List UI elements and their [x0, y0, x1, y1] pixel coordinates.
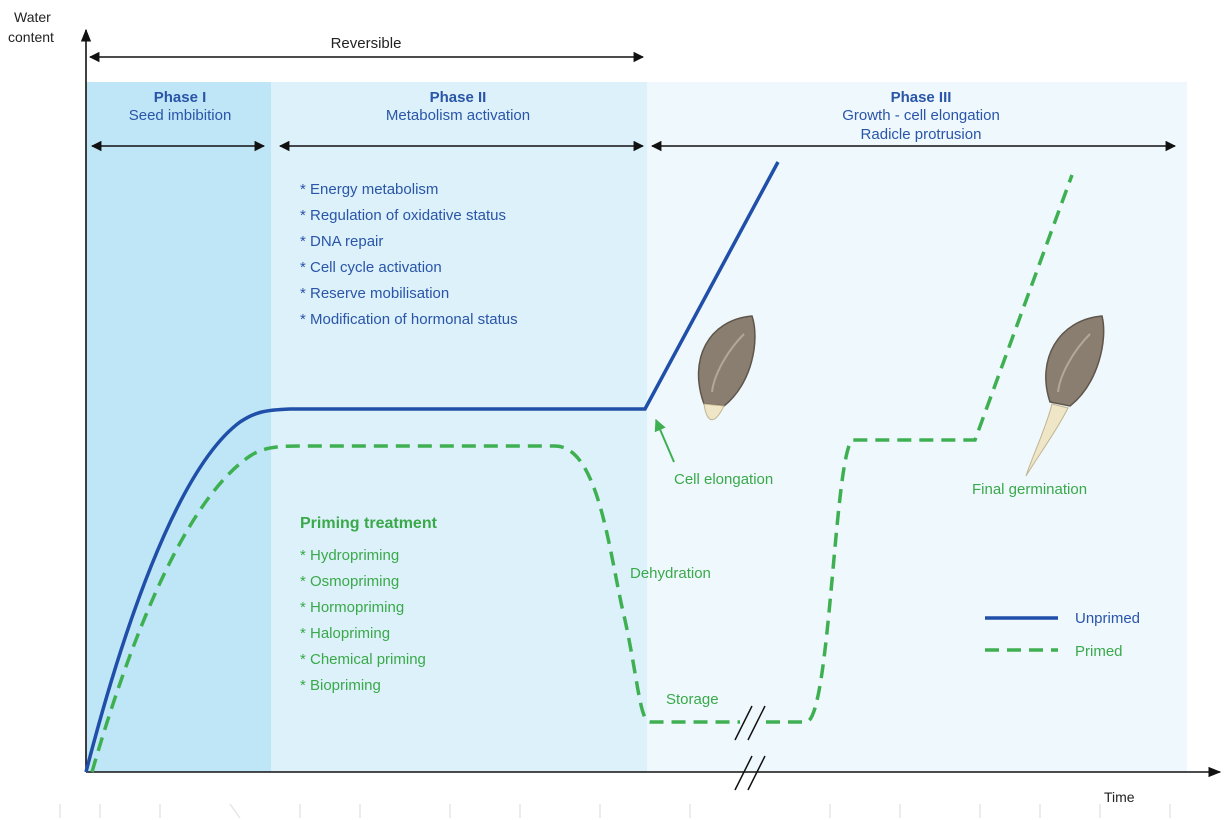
priming-item: * Hormopriming	[300, 599, 404, 616]
storage-label: Storage	[666, 691, 719, 708]
legend-primed-label: Primed	[1075, 643, 1123, 660]
cell-elongation-label: Cell elongation	[674, 471, 773, 488]
metabolism-item: * Regulation of oxidative status	[300, 207, 506, 224]
phase1-region	[86, 82, 271, 772]
phase1-subtitle: Seed imbibition	[129, 107, 232, 124]
legend-unprimed-label: Unprimed	[1075, 610, 1140, 627]
phase3-subtitle2: Radicle protrusion	[861, 126, 982, 143]
priming-item: * Halopriming	[300, 625, 390, 642]
seed-cell-elongation-icon	[697, 315, 756, 421]
final-germination-label: Final germination	[972, 481, 1087, 498]
seed-final-germination-icon	[1025, 315, 1105, 477]
phase3-subtitle: Growth - cell elongation	[842, 107, 1000, 124]
storage-break-mark	[734, 705, 766, 741]
x-axis-label: Time	[1104, 789, 1135, 805]
y-axis-label-line2: content	[8, 29, 54, 45]
priming-item: * Osmopriming	[300, 573, 399, 590]
dehydration-label: Dehydration	[630, 565, 711, 582]
priming-item: * Biopriming	[300, 677, 381, 694]
metabolism-item: * Reserve mobilisation	[300, 285, 449, 302]
metabolism-item: * Modification of hormonal status	[300, 311, 518, 328]
metabolism-item: * Cell cycle activation	[300, 259, 442, 276]
y-axis-label-line1: Water	[14, 9, 51, 25]
legend: Unprimed Primed	[985, 610, 1140, 660]
ghost-tick-strip	[59, 803, 1171, 819]
phase2-subtitle: Metabolism activation	[386, 107, 530, 124]
phase3-region	[647, 82, 1187, 772]
cell-elongation-arrow	[654, 418, 675, 463]
phase1-title: Phase I	[154, 89, 207, 106]
metabolism-list: * Energy metabolism * Regulation of oxid…	[300, 181, 518, 328]
unprimed-curve	[84, 161, 780, 773]
reversible-label: Reversible	[331, 35, 402, 52]
phase2-title: Phase II	[430, 89, 487, 106]
axis-break-mark	[734, 755, 766, 791]
priming-item: * Hydropriming	[300, 547, 399, 564]
metabolism-item: * DNA repair	[300, 233, 383, 250]
priming-list: * Hydropriming * Osmopriming * Hormoprim…	[300, 547, 426, 694]
priming-item: * Chemical priming	[300, 651, 426, 668]
primed-curve-after-storage	[766, 174, 1074, 724]
priming-heading: Priming treatment	[300, 515, 438, 532]
metabolism-item: * Energy metabolism	[300, 181, 438, 198]
phase2-region	[271, 82, 647, 772]
phase3-title: Phase III	[891, 89, 952, 106]
